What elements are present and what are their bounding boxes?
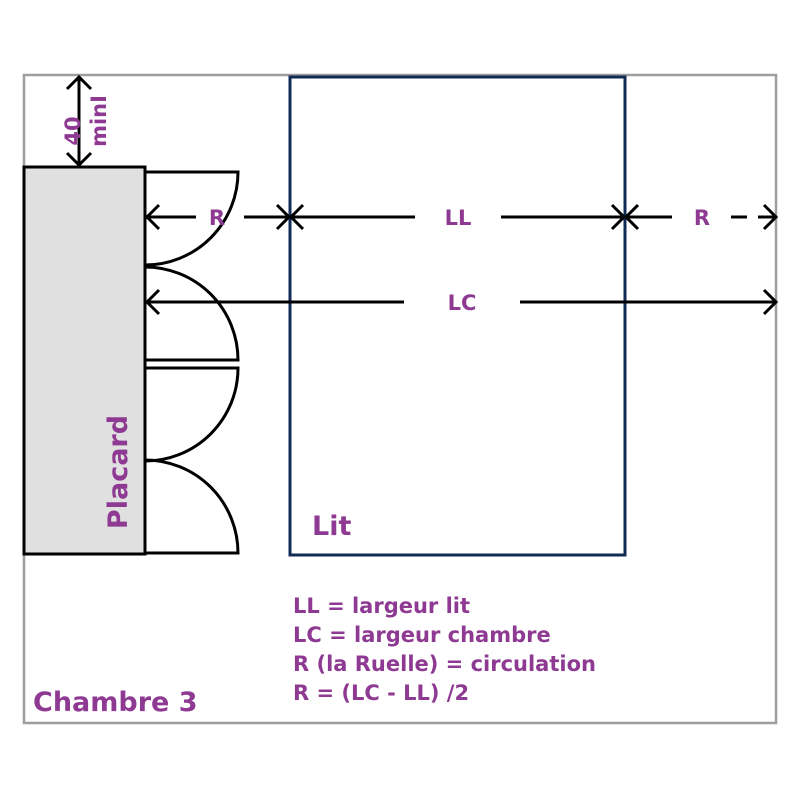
bed-label: Lit: [312, 511, 351, 542]
bed-rectangle: [288, 75, 627, 557]
door-swing-2: [144, 265, 240, 362]
wardrobe-doors: [144, 170, 240, 555]
door-swing-3: [144, 366, 240, 463]
clearance-unit: minI: [87, 95, 111, 147]
ruelle-left-label: R: [209, 206, 225, 230]
door-swing-4: [144, 458, 240, 555]
bed-width-label: LL: [445, 206, 472, 230]
clearance-value: 40: [61, 116, 85, 145]
legend: LL = largeur lit LC = largeur chambre R …: [293, 594, 596, 705]
legend-line-2: LC = largeur chambre: [293, 623, 551, 647]
wardrobe-label: Placard: [103, 415, 134, 529]
ruelle-right-label: R: [694, 206, 710, 230]
door-swing-1: [144, 170, 240, 267]
width-dimension-line: [144, 203, 779, 231]
clearance-arrow: [65, 74, 93, 168]
room-width-label: LC: [448, 291, 477, 315]
legend-line-1: LL = largeur lit: [293, 594, 470, 618]
room-width-dimension-line: [144, 288, 779, 316]
wardrobe-rectangle: [22, 165, 147, 556]
room-label: Chambre 3: [33, 687, 198, 718]
legend-line-4: R = (LC - LL) /2: [293, 681, 469, 705]
legend-line-3: R (la Ruelle) = circulation: [293, 652, 596, 676]
